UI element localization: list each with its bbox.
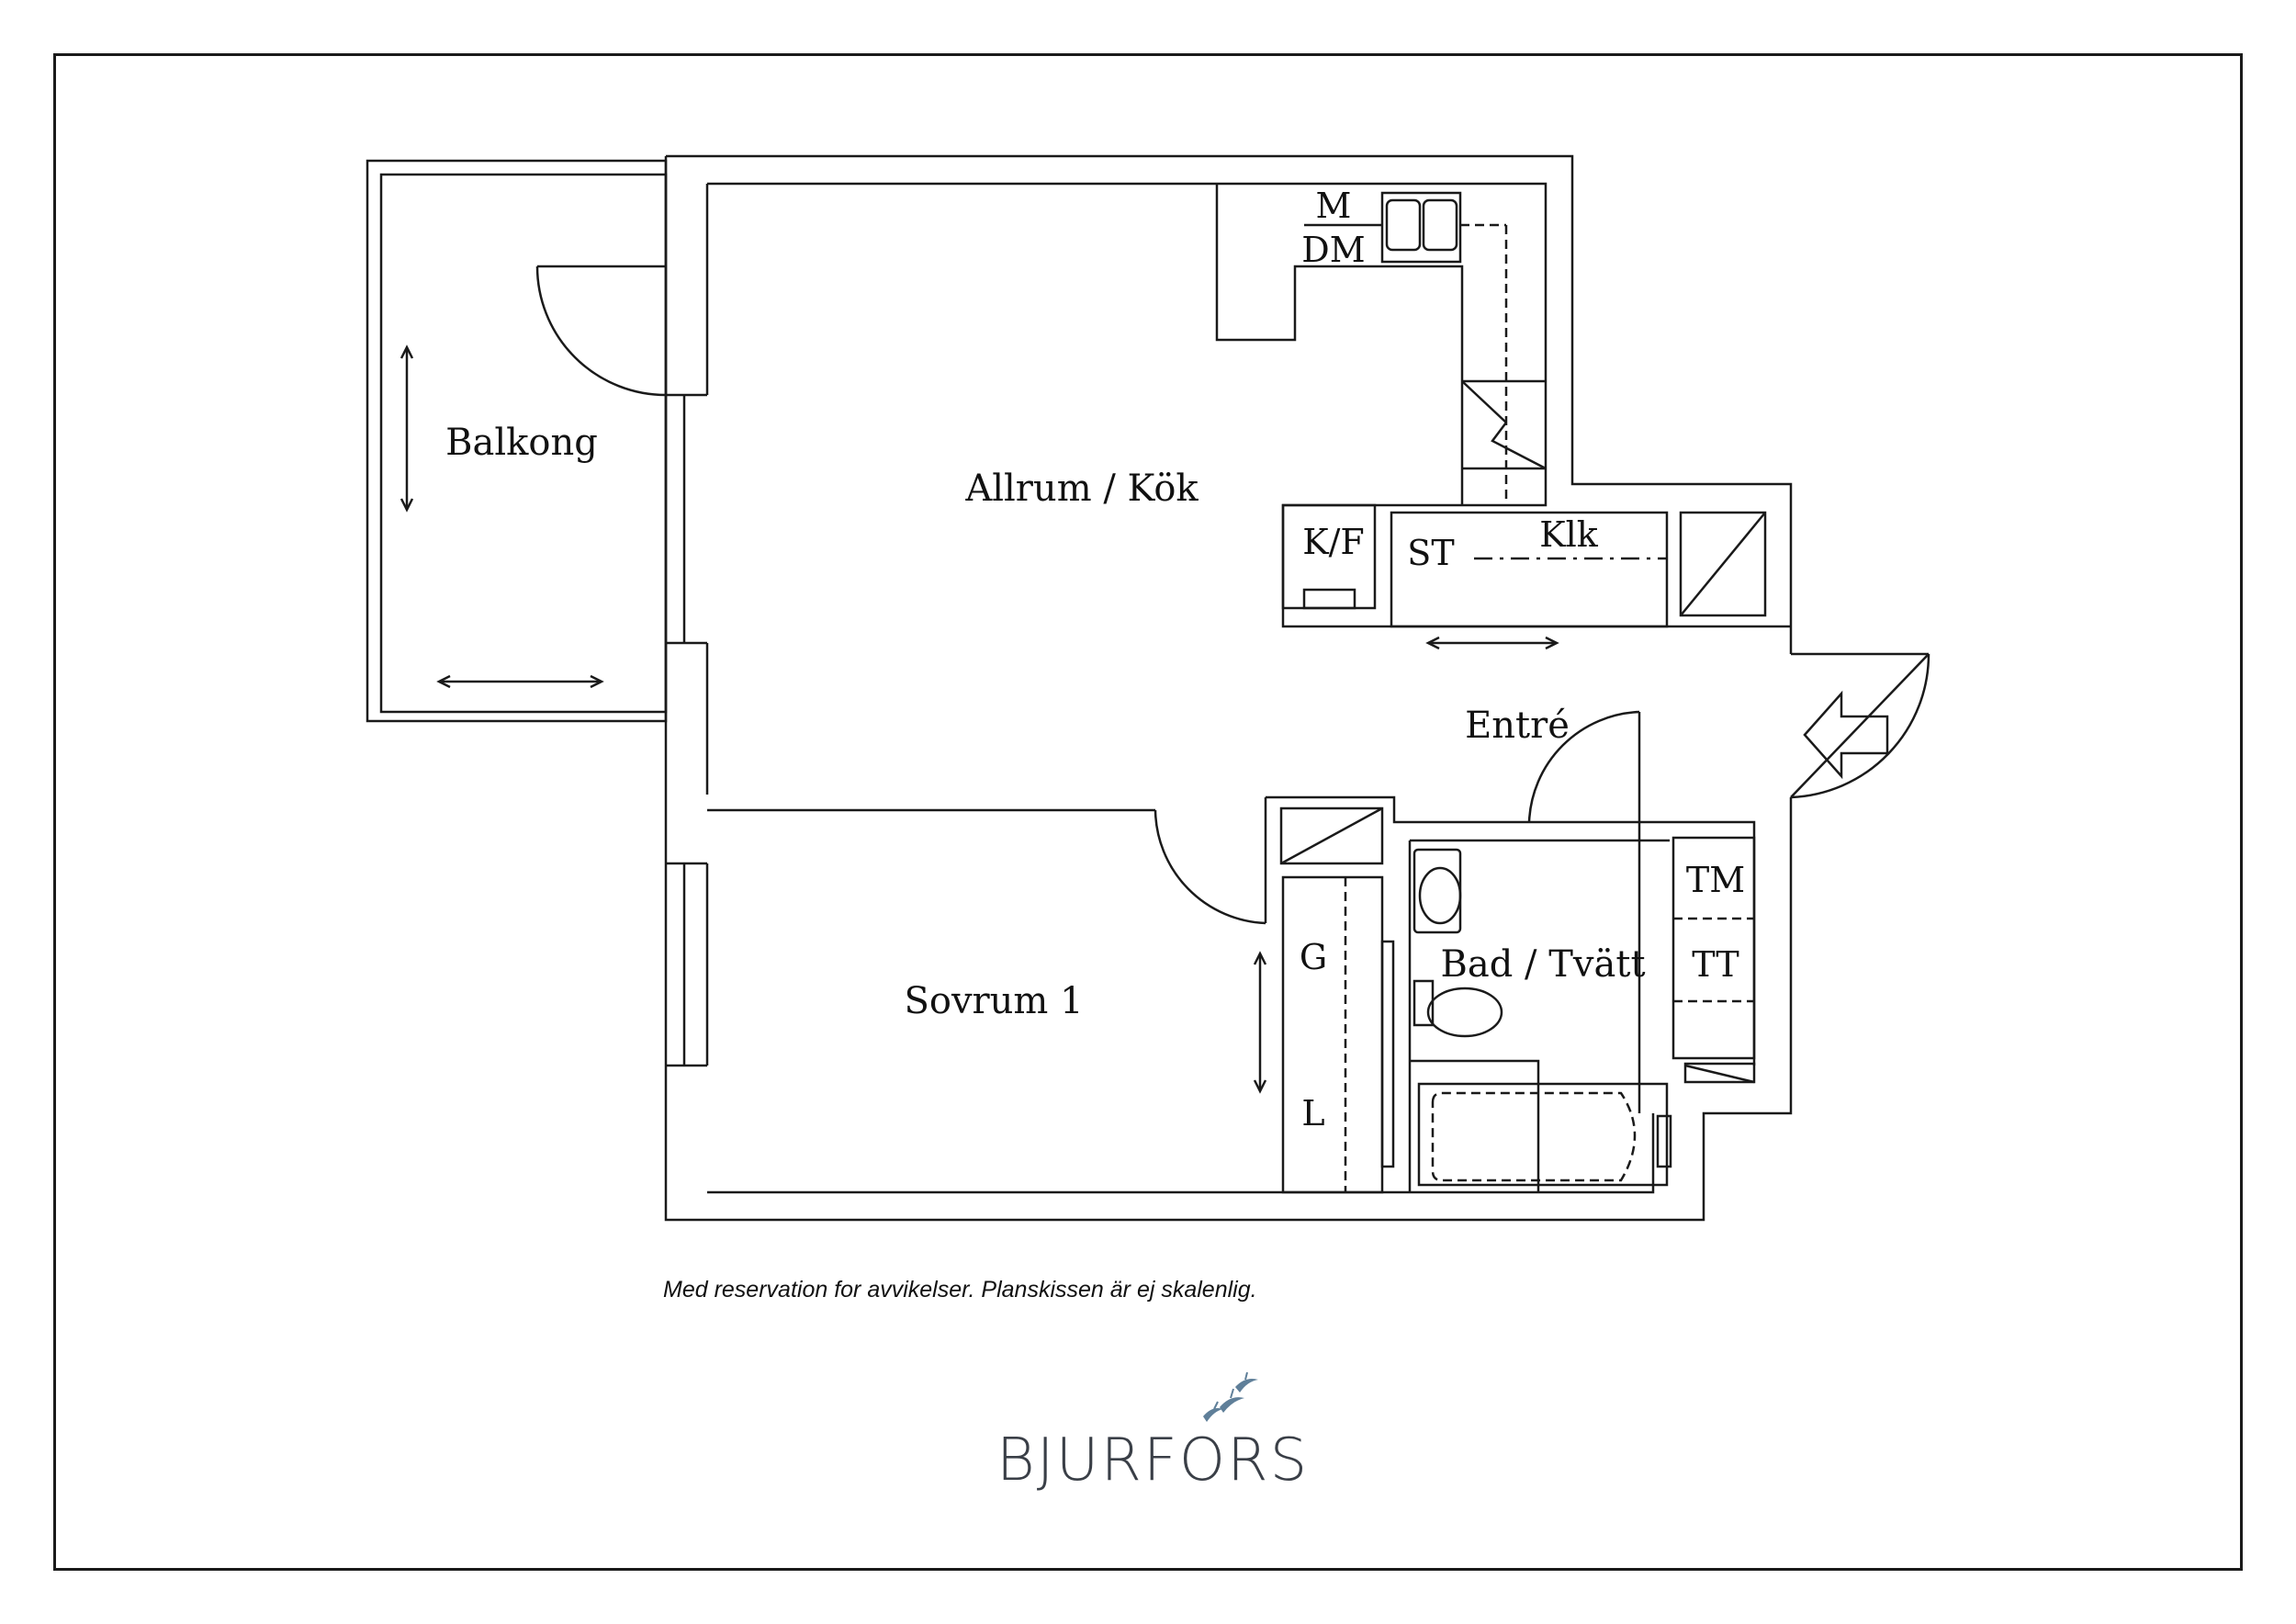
room-label-allrum: Allrum / Kök	[965, 468, 1199, 510]
page-frame	[53, 53, 2243, 1571]
outer-walls	[664, 154, 1793, 1222]
entrance-arrow-icon	[1803, 690, 1889, 780]
logo-wordmark: BJURFORS	[996, 1427, 1310, 1494]
fixture-label-l: L	[1301, 1093, 1325, 1133]
entry-door	[1790, 652, 1930, 799]
storage-block	[1281, 503, 1767, 650]
room-label-entre: Entré	[1465, 705, 1570, 747]
room-label-balkong: Balkong	[445, 422, 598, 464]
room-label-sovrum: Sovrum 1	[904, 980, 1084, 1022]
room-label-bad: Bad / Tvätt	[1440, 943, 1646, 986]
kitchen	[1215, 184, 1547, 505]
fixture-label-tm: TM	[1685, 860, 1746, 900]
fixture-label-g: G	[1299, 937, 1328, 977]
balcony-door	[535, 265, 667, 397]
fixture-label-dm: DM	[1301, 230, 1366, 270]
fixture-label-kf: K/F	[1302, 522, 1365, 562]
fixture-label-st: ST	[1407, 533, 1455, 573]
fixture-label-tt: TT	[1692, 944, 1739, 985]
fixture-label-klk: Klk	[1539, 514, 1598, 555]
disclaimer-text: Med reservation for avvikelser. Planskis…	[663, 1277, 1257, 1303]
fixture-label-m: M	[1315, 186, 1352, 226]
bedroom	[707, 795, 1756, 1194]
bathroom	[1408, 710, 1756, 1192]
bird-logo-icon	[1203, 1371, 1258, 1422]
